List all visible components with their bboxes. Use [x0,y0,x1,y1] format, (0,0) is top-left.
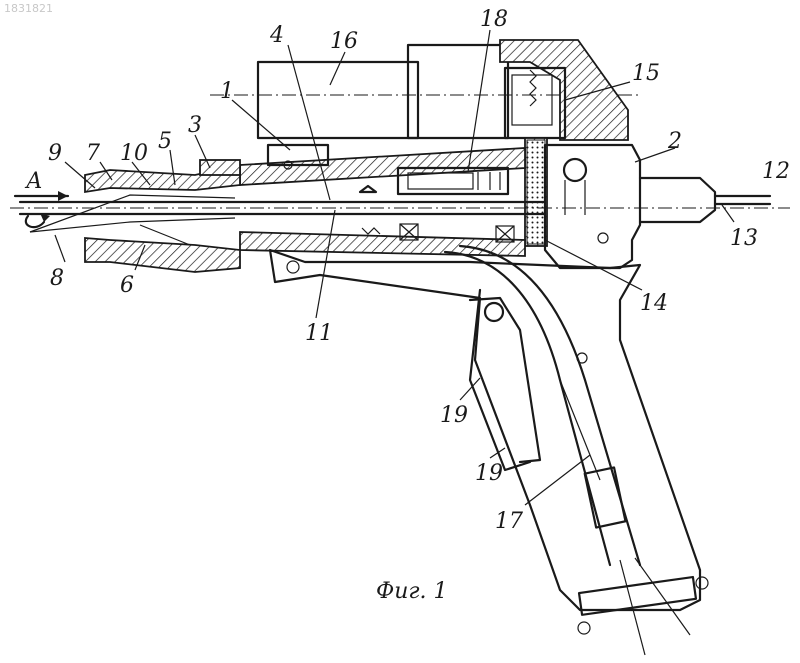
callout-10: 10 [120,141,148,166]
callout-16: 16 [330,29,358,54]
arrow-a: А [15,169,68,227]
callout-4: 4 [269,23,284,48]
callout-15: 15 [632,61,660,86]
callout-9: 9 [48,141,62,166]
callout-17: 17 [495,509,523,534]
corner-mark: 1831821 [4,2,53,15]
figure-caption: Фиг. 1 [376,579,448,604]
front-nozzle [30,160,240,272]
callout-7: 7 [86,141,100,166]
callout-12: 12 [762,159,790,184]
callout-6: 6 [120,273,134,298]
callout-18: 18 [480,7,508,32]
callout-5: 5 [158,129,172,154]
callout-14: 14 [640,291,668,316]
callout-13: 13 [730,226,758,251]
callout-3: 3 [188,113,202,138]
callout-19-upper: 19 [440,403,468,428]
callout-19-lower: 19 [475,461,503,486]
callout-2: 2 [667,129,682,154]
callout-8: 8 [50,266,64,291]
arrow-a-label: А [24,169,43,194]
callout-11: 11 [305,321,333,346]
rear-gearbox [500,40,628,246]
callout-1: 1 [220,79,234,104]
